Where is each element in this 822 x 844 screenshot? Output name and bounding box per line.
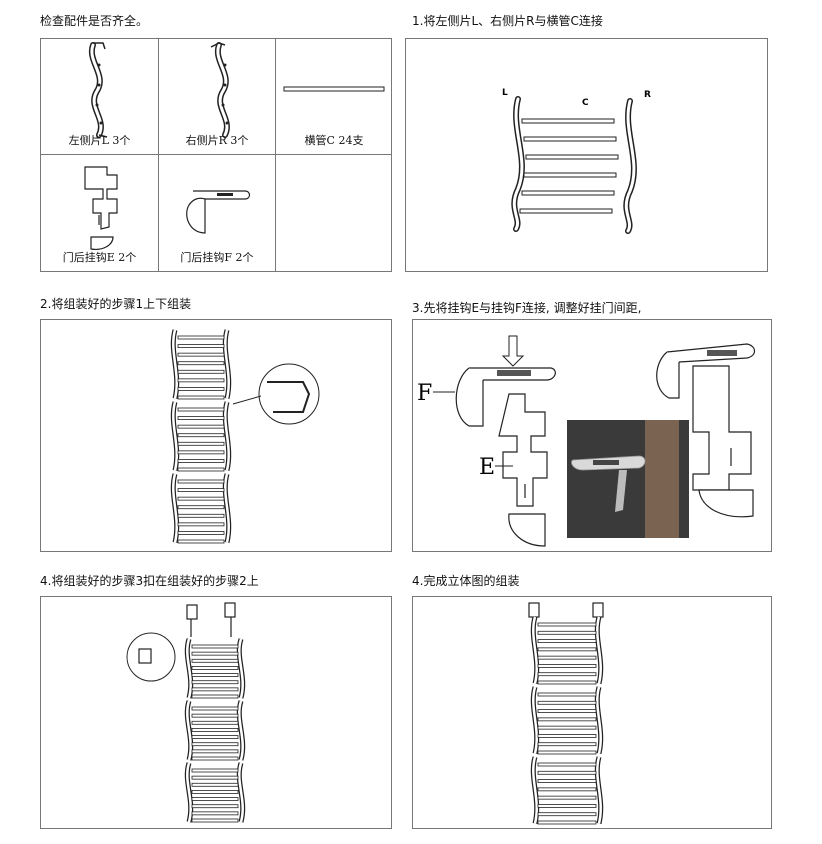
step1-label-r: R bbox=[644, 90, 651, 100]
step1-label-c: C bbox=[582, 98, 589, 108]
step3-label-e: E bbox=[479, 455, 495, 480]
panel-step4a bbox=[40, 596, 392, 829]
part-label-cross-tube: 横管C 24支 bbox=[304, 134, 364, 147]
panel-step2 bbox=[40, 319, 392, 552]
part-cell-hook-f: 门后挂钩F 2个 bbox=[159, 155, 276, 271]
heading-step4b: 4.完成立体图的组装 bbox=[412, 574, 520, 588]
part-label-hook-e: 门后挂钩E 2个 bbox=[62, 251, 137, 264]
part-label-hook-f: 门后挂钩F 2个 bbox=[180, 251, 254, 264]
part-cell-empty bbox=[276, 155, 392, 271]
step4b-drawing bbox=[528, 602, 604, 825]
cross-tube-drawing bbox=[283, 86, 385, 92]
panel-step4b bbox=[412, 596, 772, 829]
step3-label-f: F bbox=[417, 381, 432, 406]
part-cell-hook-e: 门后挂钩E 2个 bbox=[41, 155, 159, 271]
heading-step2: 2.将组装好的步骤1上下组装 bbox=[40, 297, 192, 311]
heading-check-parts: 检查配件是否齐全。 bbox=[40, 14, 149, 28]
right-side-piece-drawing bbox=[210, 42, 230, 138]
part-cell-right-side: 右侧片R 3个 bbox=[159, 39, 276, 155]
step1-drawing: L C R bbox=[502, 88, 651, 234]
step1-label-l: L bbox=[502, 88, 508, 98]
heading-step4a: 4.将组装好的步骤3扣在组装好的步骤2上 bbox=[40, 574, 259, 588]
step3-drawing: F E bbox=[417, 335, 756, 547]
parts-grid: 左侧片L 3个 右侧片R 3个 横管C 24支 门后挂钩E 2个 bbox=[40, 38, 392, 272]
part-label-right-side: 右侧片R 3个 bbox=[185, 134, 249, 147]
step2-rack bbox=[170, 329, 232, 544]
heading-step3: 3.先将挂钩E与挂钩F连接, 调整好挂门间距, bbox=[412, 301, 642, 315]
left-side-piece-drawing bbox=[88, 42, 108, 138]
step4a-rack bbox=[184, 638, 246, 823]
part-label-left-side: 左侧片L 3个 bbox=[68, 134, 131, 147]
part-cell-cross-tube: 横管C 24支 bbox=[276, 39, 392, 155]
hook-e-drawing bbox=[84, 166, 118, 250]
step4b-rack bbox=[530, 616, 604, 825]
hook-f-drawing bbox=[186, 190, 251, 234]
step4a-drawing bbox=[126, 602, 246, 823]
heading-step1: 1.将左侧片L、右侧片R与横管C连接 bbox=[412, 14, 603, 28]
panel-step1: L C R bbox=[405, 38, 768, 272]
panel-step3: F E bbox=[412, 319, 772, 552]
part-cell-left-side: 左侧片L 3个 bbox=[41, 39, 159, 155]
step2-drawing bbox=[170, 329, 320, 544]
